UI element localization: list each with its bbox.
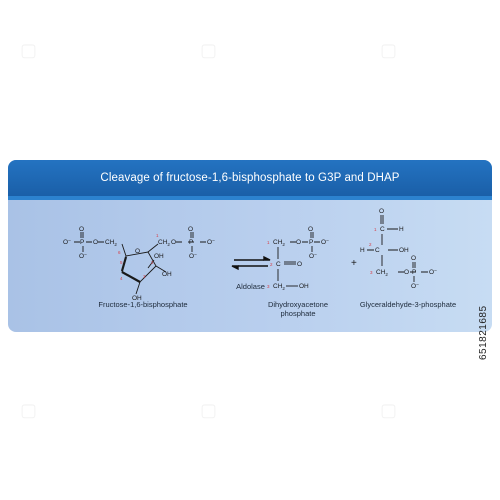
plus-sign: +	[351, 258, 357, 269]
g3p-o-minus-bottom: O−	[411, 282, 419, 290]
reaction-diagram: O− O P O− O CH2 O CH2 O O P O− O− OH OH …	[8, 200, 492, 332]
fructose-bridge-o1: O	[93, 239, 98, 246]
fructose-p1: P	[80, 239, 84, 246]
g3p-bridge-o: O	[404, 269, 409, 276]
dhap-ch2-3: CH2	[273, 283, 285, 291]
fructose-oh-c3: OH	[162, 271, 172, 278]
dhap-c2: C	[276, 261, 281, 268]
dhap-o-minus-bottom: O−	[309, 252, 317, 260]
g3p-carbon-2: 2	[369, 242, 372, 247]
equilibrium-arrow	[231, 255, 271, 271]
dhap-o-minus-right: O−	[321, 238, 329, 246]
fructose-p2-oxo: O	[188, 226, 193, 233]
fructose-carbon-3: 3	[143, 274, 146, 279]
fructose-p1-o-minus: O−	[79, 252, 87, 260]
stock-id: 651821685	[478, 305, 489, 360]
fructose-p2-o-minus-right: O−	[207, 238, 215, 246]
fructose-oh-c2: OH	[154, 253, 164, 260]
g3p-carbon-3: 3	[370, 270, 373, 275]
g3p-o-minus-right: O−	[429, 268, 437, 276]
fructose-oh-c4: OH	[132, 295, 142, 302]
caption-fructose: Fructose-1,6-bisphosphate	[98, 300, 188, 309]
diagram-panel: Cleavage of fructose-1,6-bisphosphate to…	[8, 160, 492, 332]
fructose-carbon-5: 5	[120, 260, 123, 265]
g3p-h: H	[399, 226, 404, 233]
dhap-bridge-o: O	[296, 239, 301, 246]
g3p-carbon-1: 1	[374, 227, 377, 232]
fructose-ch2-6: CH2	[105, 239, 117, 247]
reaction-svg: O− O P O− O CH2 O CH2 O O P O− O− OH OH …	[63, 208, 437, 302]
fructose-bridge-o2: O	[171, 239, 176, 246]
g3p-c2: C	[375, 247, 380, 254]
dhap-ch2-1: CH2	[273, 239, 285, 247]
dhap-oh: OH	[299, 283, 309, 290]
caption-aldolase: Aldolase	[236, 282, 265, 291]
fructose-ring-o: O	[135, 248, 140, 255]
g3p-aldehyde-o: O	[379, 208, 384, 215]
dhap-carbon-3: 3	[267, 284, 270, 289]
g3p-p-oxo: O	[411, 255, 416, 262]
fructose-carbon-4: 4	[120, 276, 123, 281]
g3p-c1: C	[380, 226, 385, 233]
caption-dhap: Dihydroxyacetone phosphate	[263, 300, 333, 318]
fructose-ch2-1: CH2	[158, 239, 170, 247]
fructose-o-minus-left: O−	[63, 238, 71, 246]
g3p-oh: OH	[399, 247, 409, 254]
dhap-p-oxo: O	[308, 226, 313, 233]
fructose-p2: P	[189, 239, 193, 246]
page-title: Cleavage of fructose-1,6-bisphosphate to…	[100, 172, 400, 184]
g3p-p: P	[412, 269, 416, 276]
dhap-carbon-2: 2	[270, 262, 273, 267]
dhap-carbon-1: 1	[267, 240, 270, 245]
g3p-ch2-3: CH2	[376, 269, 388, 277]
fructose-carbon-2: 2	[151, 260, 154, 265]
fructose-carbon-6: 6	[118, 250, 121, 255]
fructose-p1-oxo: O	[79, 226, 84, 233]
header-bar: Cleavage of fructose-1,6-bisphosphate to…	[8, 160, 492, 200]
dhap-p: P	[309, 239, 313, 246]
dhap-ketone-o: O	[297, 261, 302, 268]
caption-g3p: Glyceraldehyde-3-phosphate	[359, 300, 457, 309]
g3p-h-c2: H	[360, 247, 365, 254]
fructose-carbon-1: 1	[156, 233, 159, 238]
fructose-p2-o-minus: O−	[189, 252, 197, 260]
caption-dhap-line1: Dihydroxyacetone	[267, 300, 329, 309]
caption-dhap-line2: phosphate	[280, 309, 316, 318]
